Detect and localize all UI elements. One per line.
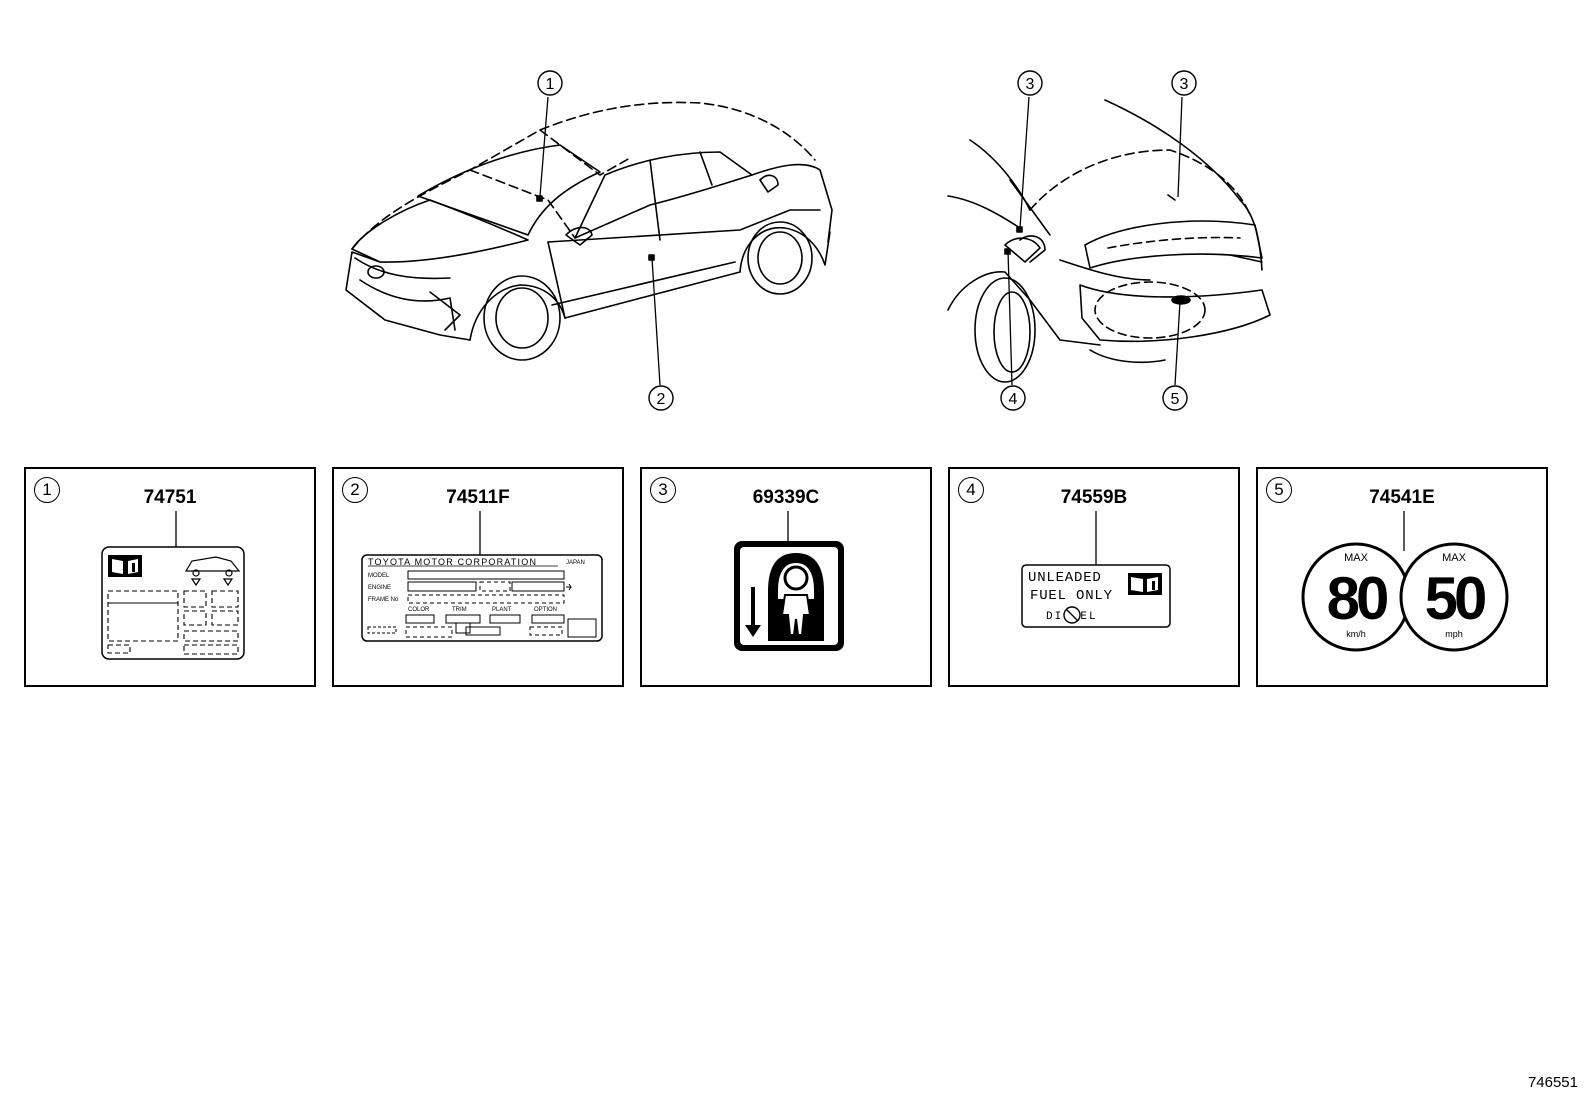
panel-label-2: 2 74511F TOYOTA MOTOR CORPORATION JAPAN … bbox=[332, 467, 624, 687]
info-label-drawing bbox=[101, 511, 245, 660]
sign-top-text: MAX bbox=[1344, 552, 1369, 564]
panel-label-5: 5 74541E MAX 80 km/h MAX 50 mph bbox=[1256, 467, 1548, 687]
row-label: FRAME No bbox=[368, 597, 399, 603]
callout-1: 1 bbox=[537, 70, 563, 96]
manual-book-icon bbox=[108, 555, 142, 577]
callout-2: 2 bbox=[648, 385, 674, 411]
maker-text: TOYOTA MOTOR CORPORATION bbox=[368, 557, 537, 567]
sign-unit: mph bbox=[1445, 629, 1463, 639]
part-number: 74559B bbox=[1060, 487, 1128, 508]
svg-text:4: 4 bbox=[1009, 391, 1018, 408]
speed-sign-mph: MAX 50 mph bbox=[1399, 542, 1509, 652]
manual-book-icon bbox=[1128, 573, 1162, 595]
panel-index: 1 bbox=[34, 477, 60, 503]
sign-unit: km/h bbox=[1346, 629, 1366, 639]
part-number: 69339C bbox=[752, 487, 820, 508]
field-label: TRIM bbox=[452, 607, 467, 613]
panel-label-3: 3 69339C bbox=[640, 467, 932, 687]
id-plate-drawing: TOYOTA MOTOR CORPORATION JAPAN MODEL ENG… bbox=[361, 511, 603, 642]
callout-4: 4 bbox=[1000, 385, 1026, 411]
rear-car-illustration: 3 3 4 5 bbox=[947, 70, 1271, 411]
unleaded-text: UNLEADED bbox=[1028, 570, 1102, 586]
no-diesel-icon bbox=[1063, 606, 1081, 624]
callout-3b: 3 bbox=[1171, 70, 1197, 96]
sign-value: 50 bbox=[1425, 565, 1485, 632]
child-lock-icon bbox=[734, 541, 844, 651]
speed-limit-label-drawing: MAX 80 km/h MAX 50 mph bbox=[1301, 511, 1509, 652]
svg-text:3: 3 bbox=[1026, 76, 1035, 93]
part-number: 74511F bbox=[446, 487, 510, 508]
origin-text: JAPAN bbox=[566, 560, 585, 566]
svg-text:1: 1 bbox=[546, 76, 555, 93]
part-number: 74541E bbox=[1369, 487, 1435, 508]
child-lock-label-drawing bbox=[734, 511, 844, 651]
front-car-illustration: 1 2 bbox=[345, 70, 833, 411]
part-number: 74751 bbox=[143, 487, 197, 508]
panel-index: 2 bbox=[342, 477, 368, 503]
panel-index: 3 bbox=[650, 477, 676, 503]
diagram-id: 746551 bbox=[1527, 1074, 1578, 1091]
vehicle-silhouette-icon bbox=[184, 556, 241, 587]
fuel-only-text: FUEL ONLY bbox=[1030, 588, 1113, 604]
panel-label-1: 1 74751 bbox=[24, 467, 316, 687]
row-label: ENGINE bbox=[368, 585, 391, 591]
panel-index: 5 bbox=[1266, 477, 1292, 503]
field-label: COLOR bbox=[408, 607, 430, 613]
panel-label-4: 4 74559B UNLEADED FUEL ONLY DIESEL bbox=[948, 467, 1240, 687]
panel-index: 4 bbox=[958, 477, 984, 503]
svg-text:2: 2 bbox=[657, 391, 666, 408]
sign-top-text: MAX bbox=[1442, 552, 1467, 564]
speed-sign-kmh: MAX 80 km/h bbox=[1301, 542, 1411, 652]
field-label: OPTION bbox=[534, 607, 557, 613]
svg-text:3: 3 bbox=[1180, 76, 1189, 93]
fuel-label-drawing: UNLEADED FUEL ONLY DIESEL bbox=[1021, 511, 1171, 628]
row-label: MODEL bbox=[368, 573, 390, 579]
field-label: PLANT bbox=[492, 607, 512, 613]
callout-3a: 3 bbox=[1017, 70, 1043, 96]
sign-value: 80 bbox=[1327, 565, 1387, 632]
svg-text:5: 5 bbox=[1171, 391, 1180, 408]
callout-5: 5 bbox=[1162, 385, 1188, 411]
